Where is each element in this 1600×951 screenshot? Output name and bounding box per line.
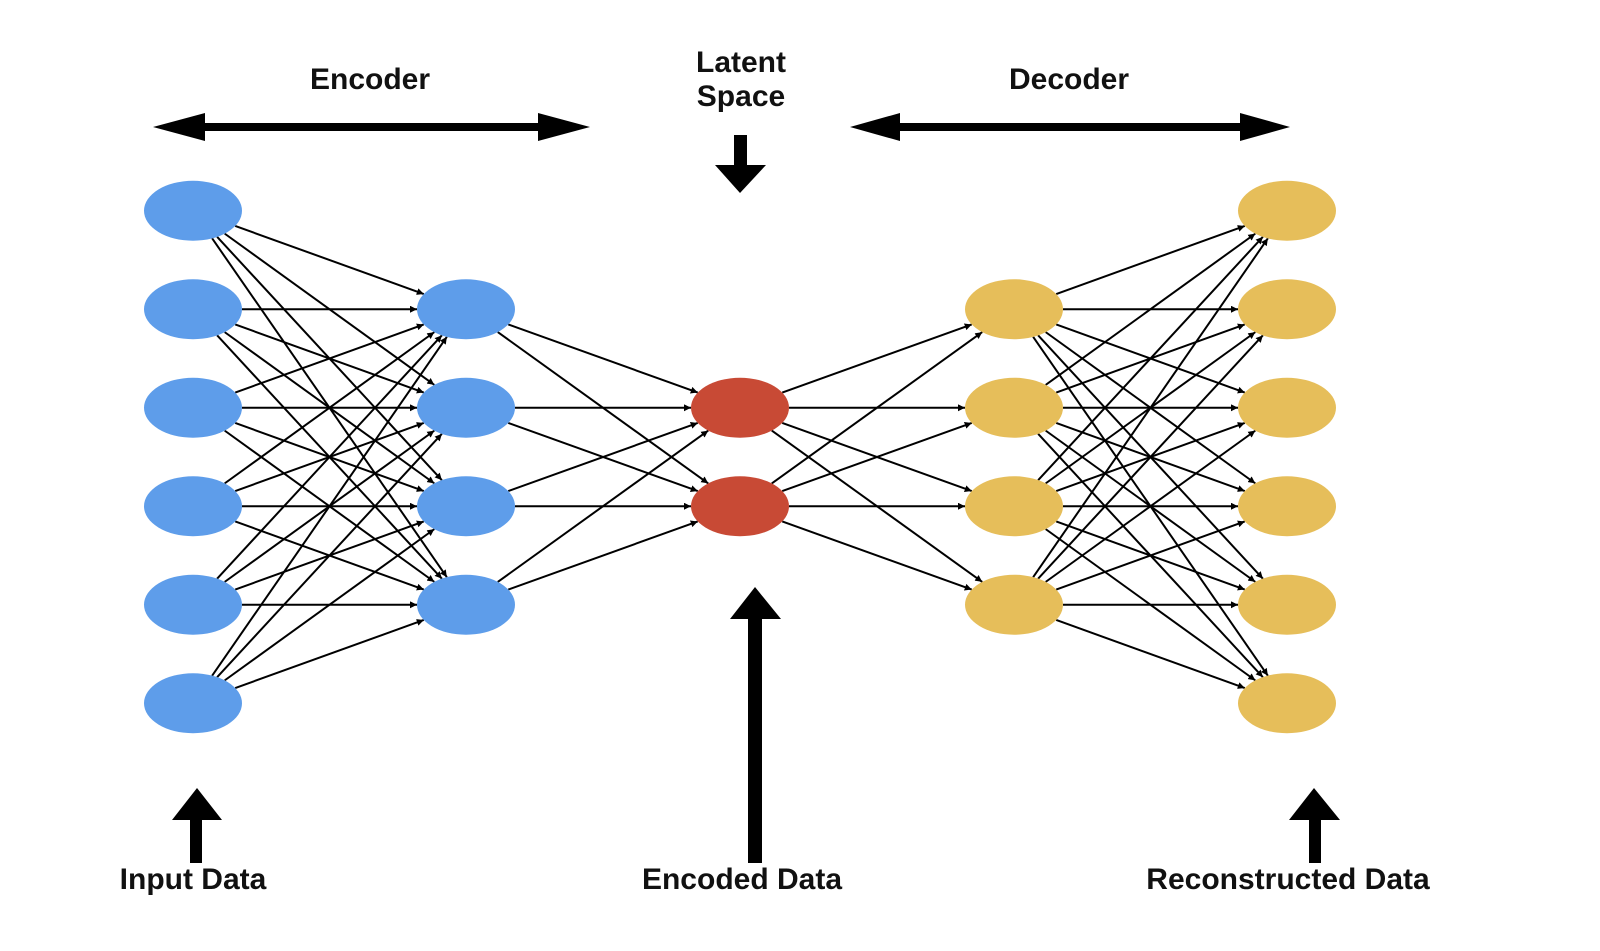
connection-edge-latent-layer-1-to-0	[771, 331, 983, 485]
decoder-hidden-layer-node-2	[965, 377, 1063, 438]
connection-edge-decoder-hidden-layer-0-to-0	[1055, 225, 1246, 295]
output-layer-node-3	[1238, 377, 1336, 438]
encoder-hidden-layer-node-4	[417, 574, 515, 635]
connection-edge-input-layer-5-to-0	[211, 336, 448, 677]
connection-edge-input-layer-0-to-0	[234, 225, 425, 295]
reconstructed-up-arrow-icon	[1289, 788, 1340, 863]
encoded-data-label: Encoded Data	[642, 863, 842, 896]
output-layer-node-4	[1238, 476, 1336, 537]
neurons	[144, 180, 1336, 734]
encoded-up-arrow-icon	[730, 587, 781, 863]
input-layer-node-6	[144, 673, 242, 734]
input-layer-node-1	[144, 180, 242, 241]
connection-edge-encoder-hidden-layer-3-to-1	[507, 520, 699, 591]
connection-edge-decoder-hidden-layer-3-to-0	[1032, 237, 1269, 578]
decoder-label: Decoder	[1009, 63, 1129, 96]
connections	[211, 225, 1269, 689]
encoder-hidden-layer-node-1	[417, 279, 515, 340]
connection-edge-decoder-hidden-layer-3-to-3	[1055, 520, 1246, 591]
connection-edge-decoder-hidden-layer-3-to-2	[1045, 429, 1256, 583]
connection-edge-encoder-hidden-layer-0-to-0	[507, 323, 699, 394]
connection-edge-input-layer-5-to-3	[234, 619, 425, 689]
latent-space-label-line1: Latent	[696, 46, 786, 79]
decoder-span-arrow-icon	[850, 113, 1290, 141]
output-layer-node-2	[1238, 279, 1336, 340]
encoder-label: Encoder	[310, 63, 430, 96]
output-layer-node-6	[1238, 673, 1336, 734]
encoder-hidden-layer-node-2	[417, 377, 515, 438]
input-layer-node-2	[144, 279, 242, 340]
input-data-label: Input Data	[120, 863, 267, 896]
latent-down-arrow-icon	[715, 135, 766, 193]
latent-layer-node-1	[691, 377, 789, 438]
encoder-span-arrow-icon	[153, 113, 590, 141]
connection-edge-latent-layer-1-to-1	[781, 421, 973, 493]
output-layer-node-1	[1238, 180, 1336, 241]
input-up-arrow-icon	[172, 788, 222, 863]
connection-edge-encoder-hidden-layer-3-to-0	[497, 429, 709, 583]
decoder-hidden-layer-node-3	[965, 476, 1063, 537]
connection-edge-latent-layer-0-to-0	[781, 323, 973, 394]
connection-edge-decoder-hidden-layer-2-to-0	[1037, 236, 1264, 481]
latent-layer-node-2	[691, 476, 789, 537]
input-layer-node-5	[144, 574, 242, 635]
connection-edge-decoder-hidden-layer-3-to-1	[1037, 334, 1264, 580]
connection-edge-input-layer-5-to-1	[216, 433, 443, 678]
connection-edge-input-layer-5-to-2	[224, 528, 435, 682]
connection-edge-input-layer-2-to-0	[234, 323, 425, 394]
decoder-hidden-layer-node-1	[965, 279, 1063, 340]
connection-edge-decoder-hidden-layer-3-to-5	[1055, 619, 1246, 689]
input-layer-node-4	[144, 476, 242, 537]
latent-space-label-line2: Space	[697, 80, 785, 113]
connection-edge-input-layer-3-to-0	[224, 331, 435, 485]
output-layer-node-5	[1238, 574, 1336, 635]
connection-edge-encoder-hidden-layer-2-to-0	[507, 421, 699, 493]
connection-edge-decoder-hidden-layer-1-to-0	[1045, 232, 1256, 386]
encoder-hidden-layer-node-3	[417, 476, 515, 537]
input-layer-node-3	[144, 377, 242, 438]
connection-edge-input-layer-4-to-0	[216, 334, 443, 580]
connection-edge-latent-layer-1-to-3	[781, 520, 973, 591]
reconstructed-data-label: Reconstructed Data	[1146, 863, 1430, 896]
decoder-hidden-layer-node-4	[965, 574, 1063, 635]
